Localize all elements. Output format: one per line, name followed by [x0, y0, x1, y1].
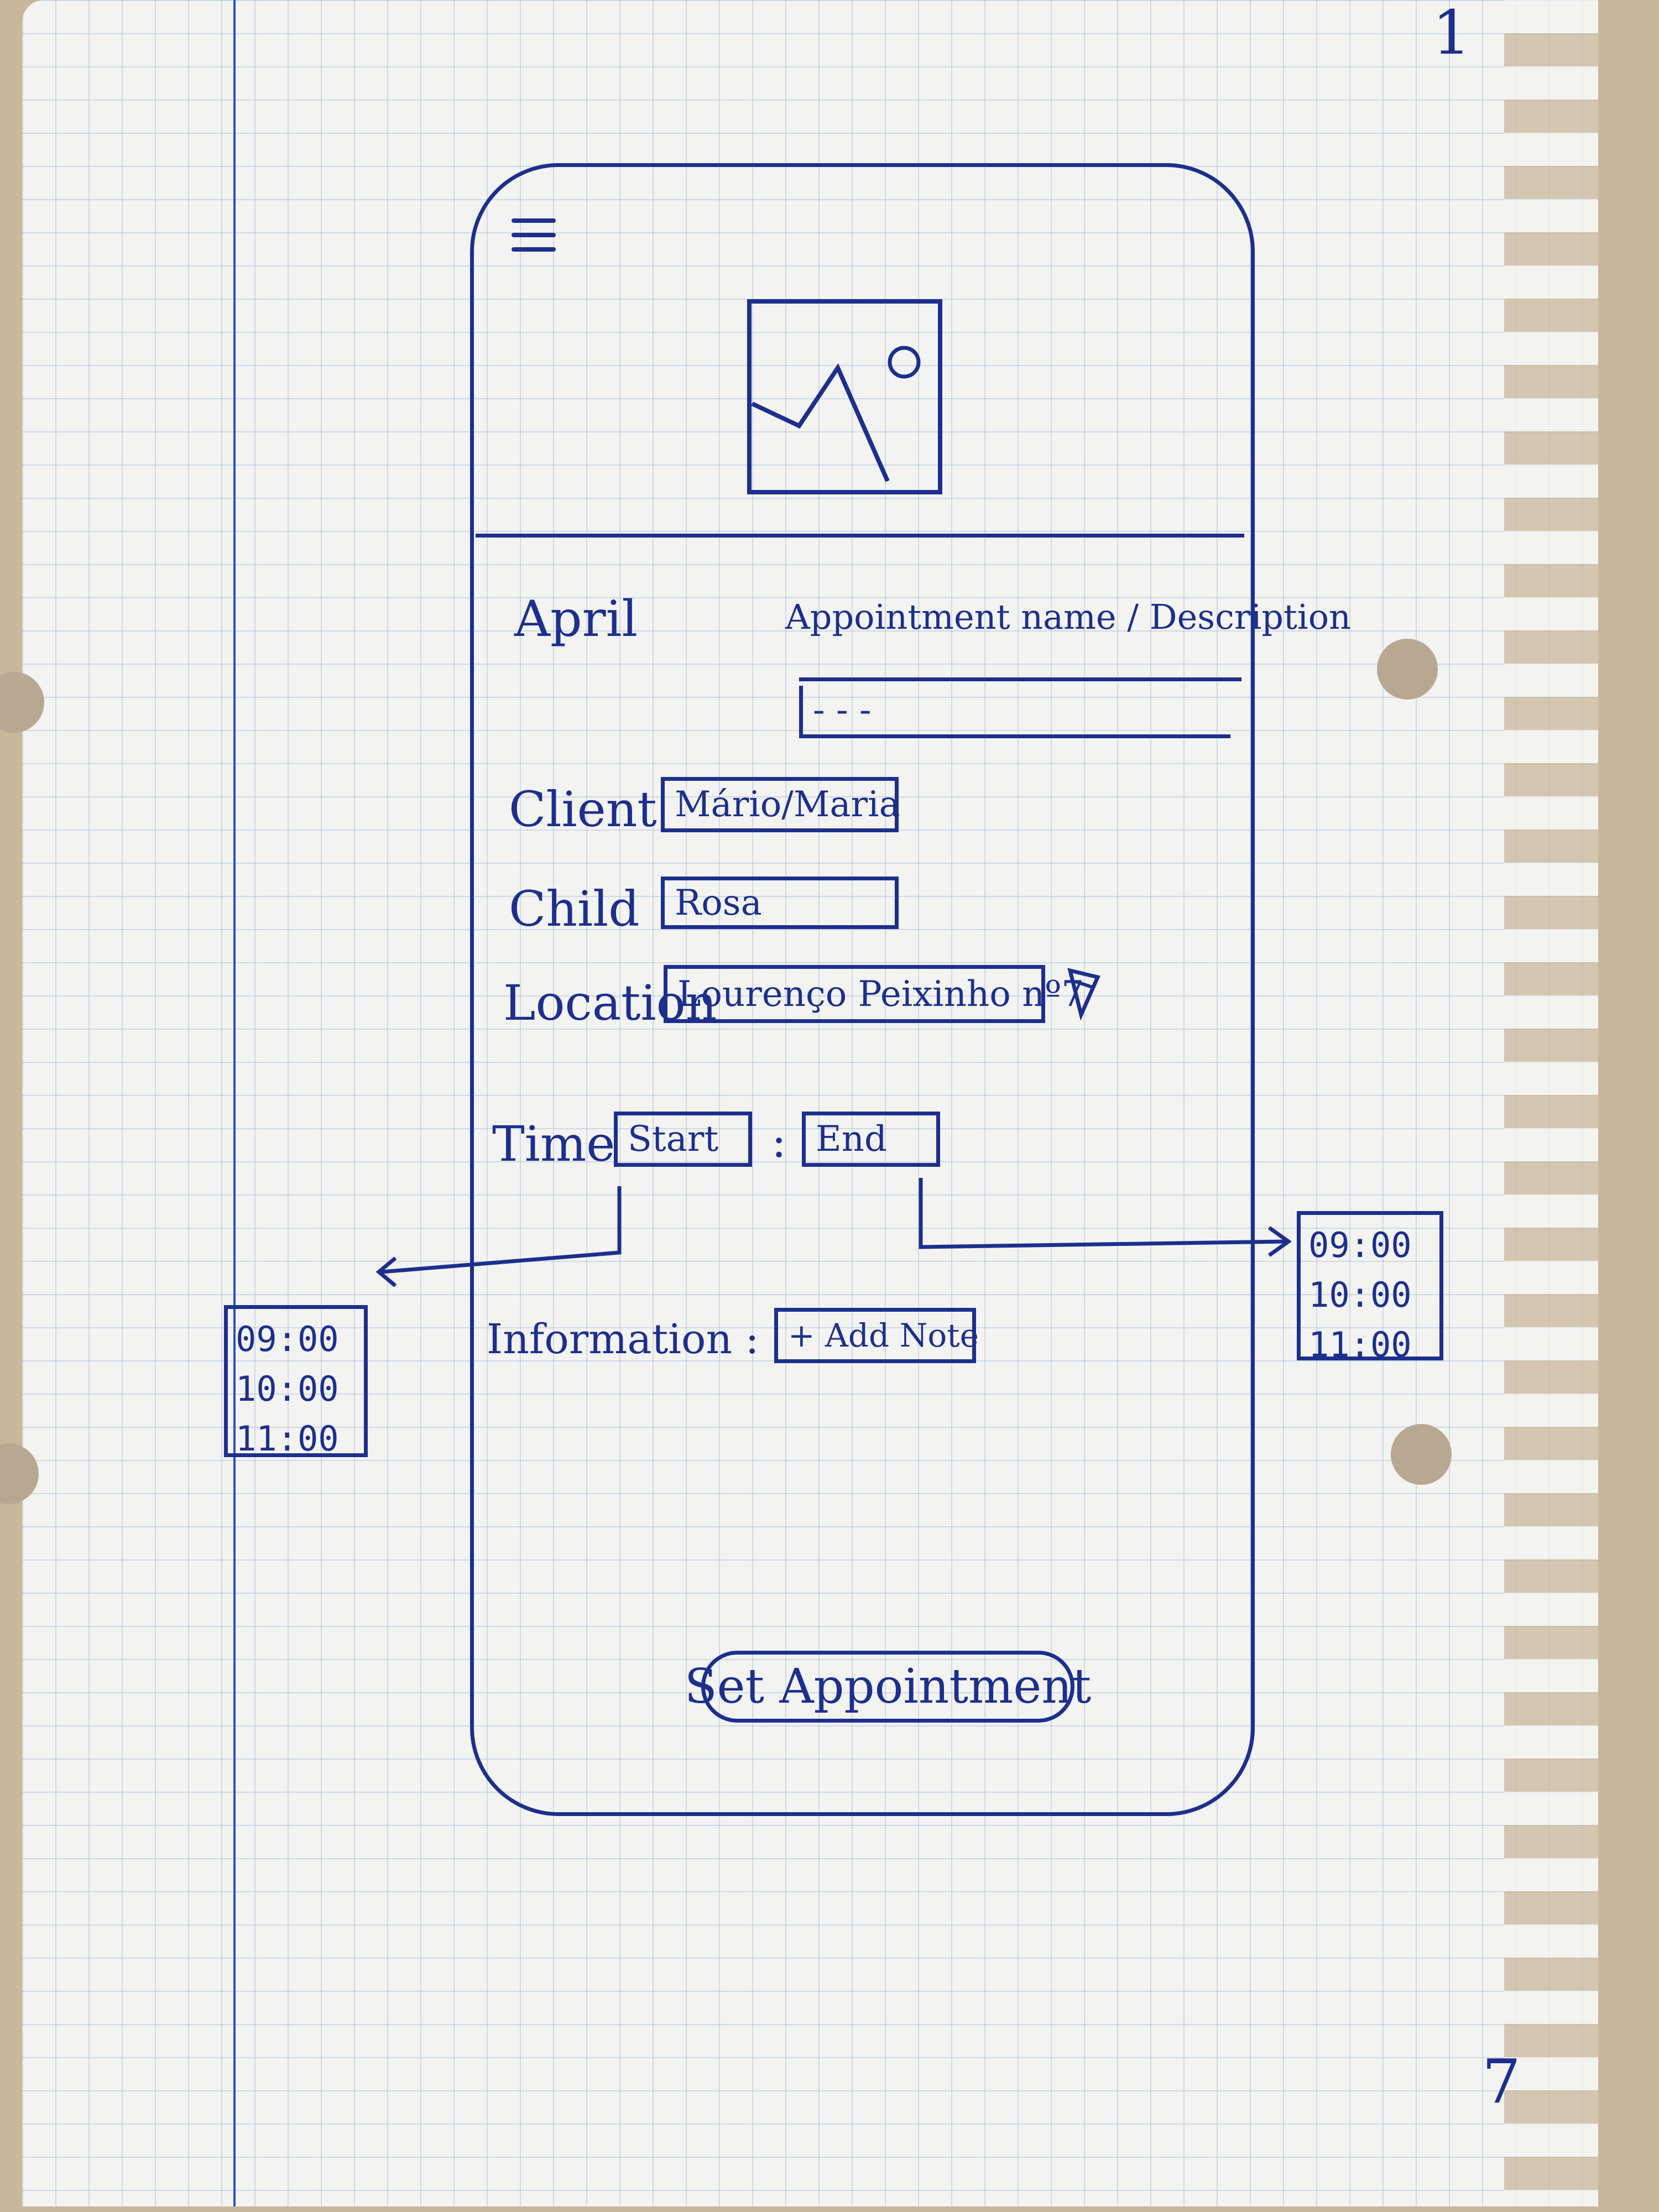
start-time-field[interactable]: Start	[614, 1112, 752, 1167]
location-field[interactable]: Lourenço Peixinho nº7	[664, 965, 1084, 1023]
start-time-option[interactable]: 11:00	[236, 1418, 339, 1459]
hamburger-menu-icon[interactable]	[512, 218, 556, 254]
month-label[interactable]: April	[514, 590, 638, 648]
description-underline	[799, 677, 1241, 681]
end-time-option[interactable]: 09:00	[1308, 1225, 1412, 1265]
end-time-option[interactable]: 11:00	[1308, 1324, 1412, 1365]
page-number-top: 1	[1432, 0, 1471, 68]
client-label: Client	[509, 781, 657, 838]
appointment-description-input[interactable]: - - -	[799, 686, 1230, 738]
page-number-bottom: 7	[1482, 2046, 1521, 2117]
punch-hole	[1391, 1424, 1452, 1485]
notebook-page	[22, 0, 1598, 2206]
client-field[interactable]: Mário/Maria	[661, 777, 900, 832]
end-time-dropdown[interactable]: 09:00 10:00 11:00	[1297, 1211, 1443, 1365]
child-label: Child	[509, 880, 640, 937]
start-time-option[interactable]: 09:00	[236, 1319, 339, 1359]
end-time-field[interactable]: End	[802, 1112, 940, 1167]
torn-edge	[1504, 0, 1598, 2206]
header-divider	[476, 534, 1244, 538]
child-field[interactable]: Rosa	[661, 877, 899, 929]
location-label: Location	[503, 974, 717, 1031]
start-time-option[interactable]: 10:00	[236, 1368, 339, 1409]
time-separator: :	[771, 1116, 786, 1167]
appointment-description-label: Appointment name / Description	[785, 597, 1351, 637]
end-time-option[interactable]: 10:00	[1308, 1274, 1412, 1315]
edit-pencil-icon[interactable]	[1065, 965, 1103, 1021]
time-label: Time	[492, 1115, 615, 1172]
margin-line	[233, 0, 236, 2206]
information-label: Information :	[487, 1316, 759, 1363]
set-appointment-button[interactable]: Set Appointment	[685, 1651, 1091, 1723]
punch-hole	[1377, 639, 1438, 700]
image-placeholder-icon	[747, 299, 942, 494]
phone-frame	[470, 163, 1255, 1816]
add-note-button[interactable]: + Add Note	[774, 1308, 979, 1363]
start-time-dropdown[interactable]: 09:00 10:00 11:00	[224, 1305, 368, 1459]
